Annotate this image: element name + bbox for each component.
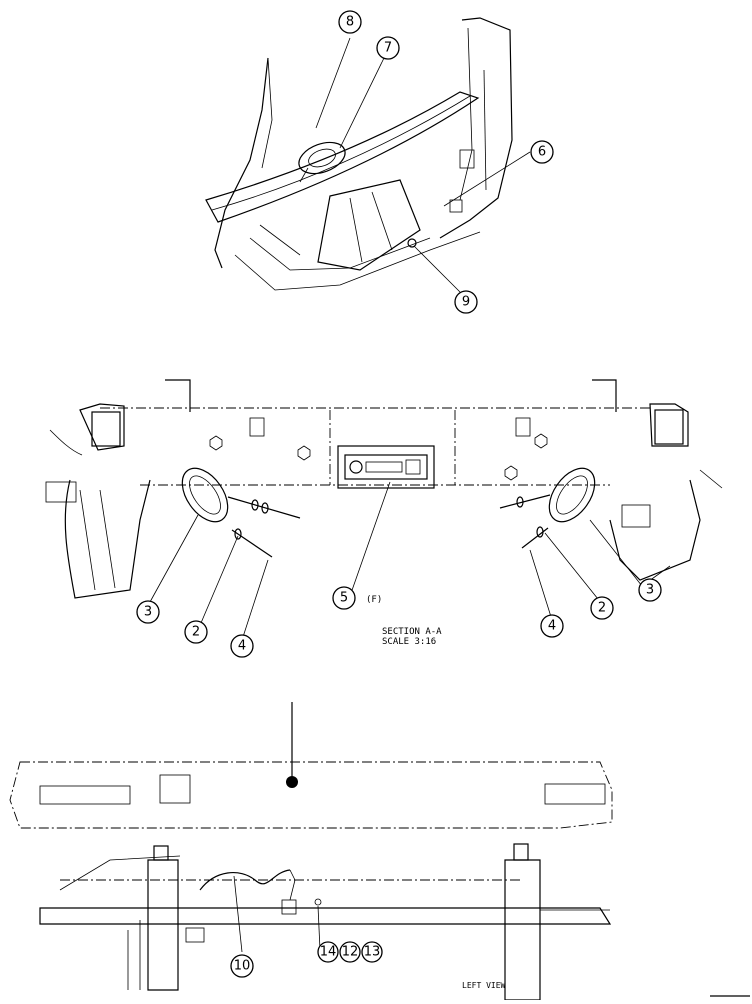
svg-text:3: 3 [144,605,152,620]
radio-unit [337,445,435,489]
callout-13: 13 [361,941,383,963]
svg-text:3: 3 [646,583,654,598]
section-a-a-view [45,379,723,599]
section-title: SECTION A-A [382,627,442,637]
svg-text:9: 9 [462,295,470,310]
svg-text:12: 12 [342,945,359,960]
callout-5: 5 [332,586,356,610]
left-view-label: LEFT VIEW [462,981,506,990]
svg-text:4: 4 [238,639,246,654]
left-view [9,702,613,1001]
callout-10: 10 [230,954,254,978]
callout-14: 14 [317,941,339,963]
callout-7: 7 [376,36,400,60]
left-horn [181,467,229,523]
callout-8: 8 [338,10,362,34]
svg-text:6: 6 [538,145,546,160]
callout-4-left: 4 [230,634,254,658]
callout-2-right: 2 [590,596,614,620]
callout-3-left: 3 [136,600,160,624]
callout-2-left: 2 [184,620,208,644]
callout-3-right: 3 [638,578,662,602]
f-label: (F) [366,595,382,605]
callout-4-right: 4 [540,614,564,638]
svg-text:4: 4 [548,619,556,634]
cab-interior-view [205,17,513,291]
svg-text:7: 7 [384,41,392,56]
svg-text:2: 2 [192,625,200,640]
callout-12: 12 [339,941,361,963]
svg-text:14: 14 [320,945,337,960]
svg-text:5: 5 [340,591,348,606]
svg-text:8: 8 [346,15,354,30]
svg-text:13: 13 [364,945,381,960]
right-horn [548,467,596,523]
callout-6: 6 [530,140,554,164]
section-scale: SCALE 3:16 [382,637,436,647]
callout-9: 9 [454,290,478,314]
svg-text:2: 2 [598,601,606,616]
svg-text:10: 10 [234,959,251,974]
